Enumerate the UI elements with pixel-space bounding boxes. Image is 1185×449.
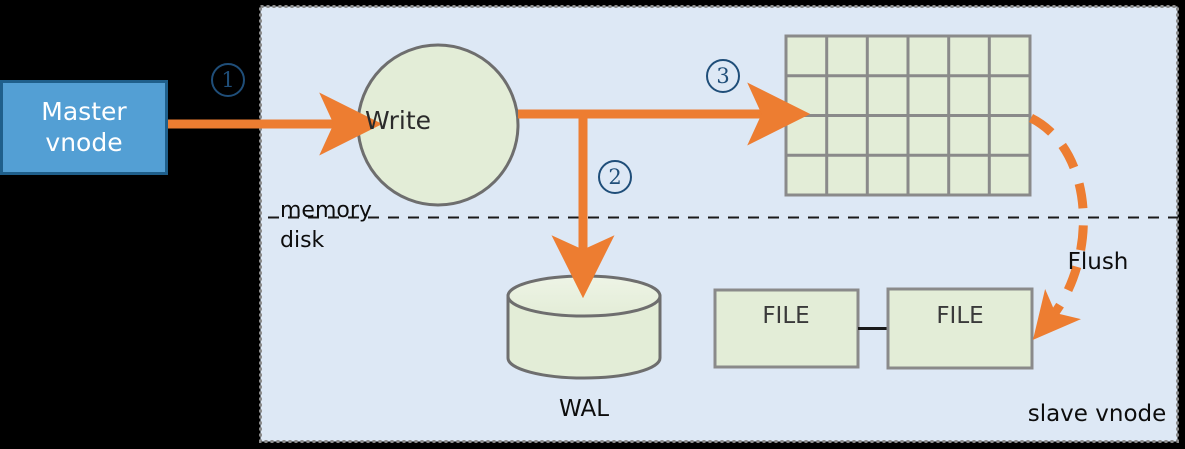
step-number-3: 3: [706, 59, 740, 93]
step-number-2: 2: [598, 160, 632, 194]
master-vnode-label-line2: vnode: [45, 127, 123, 157]
write-node: [356, 43, 520, 207]
file-boxes: [713, 287, 1034, 370]
step-number-1: 1: [211, 63, 245, 97]
master-vnode-box[interactable]: Master vnode: [0, 80, 168, 175]
master-vnode-label-line1: Master: [41, 97, 127, 126]
memtable-grid: [784, 34, 1032, 197]
wal-cylinder: [506, 274, 662, 380]
